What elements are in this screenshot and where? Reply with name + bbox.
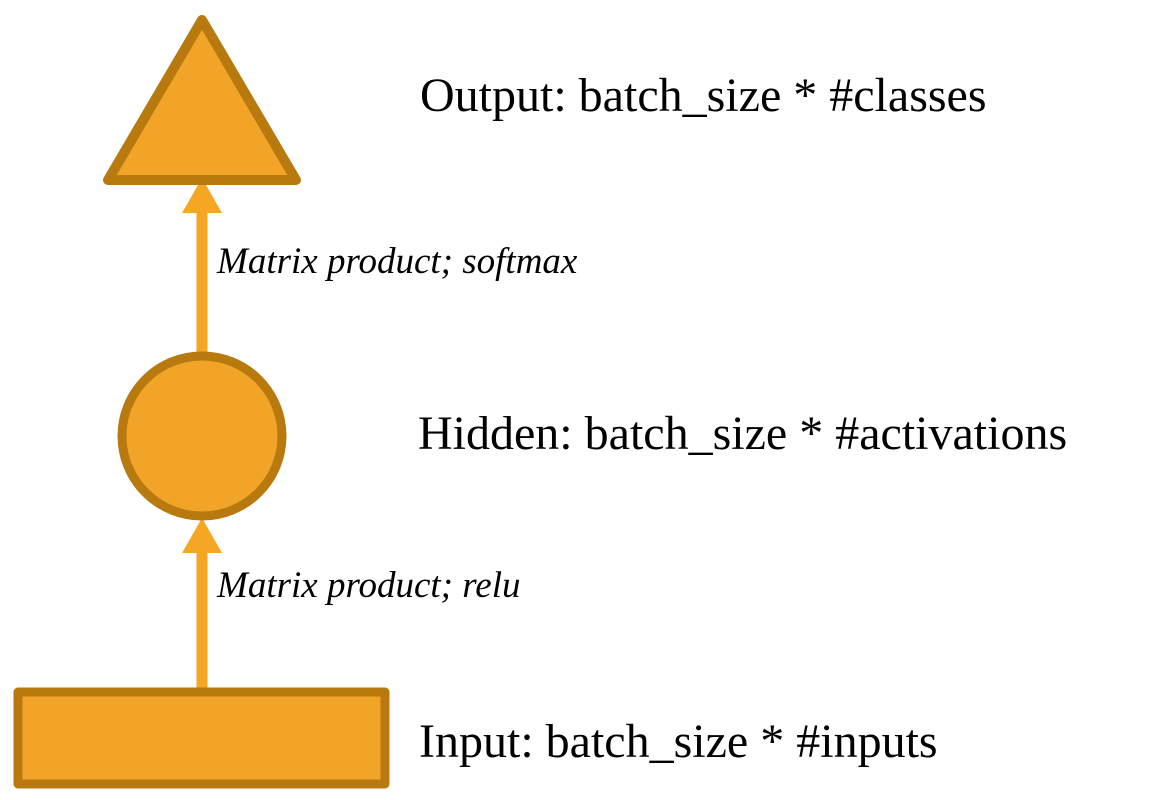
node-output-triangle <box>103 15 301 185</box>
edge-hidden-to-output-label: Matrix product; softmax <box>217 241 578 282</box>
edge-hidden-to-output-arrow <box>182 178 222 358</box>
node-input-rectangle <box>13 687 390 789</box>
edge-input-to-hidden-arrow <box>182 518 222 690</box>
node-hidden-label: Hidden: batch_size * #activations <box>418 407 1068 460</box>
node-input-label: Input: batch_size * #inputs <box>419 715 938 768</box>
edge-input-to-hidden-label: Matrix product; relu <box>217 565 521 606</box>
node-output-label: Output: batch_size * #classes <box>420 69 987 122</box>
node-hidden-circle <box>117 351 287 521</box>
